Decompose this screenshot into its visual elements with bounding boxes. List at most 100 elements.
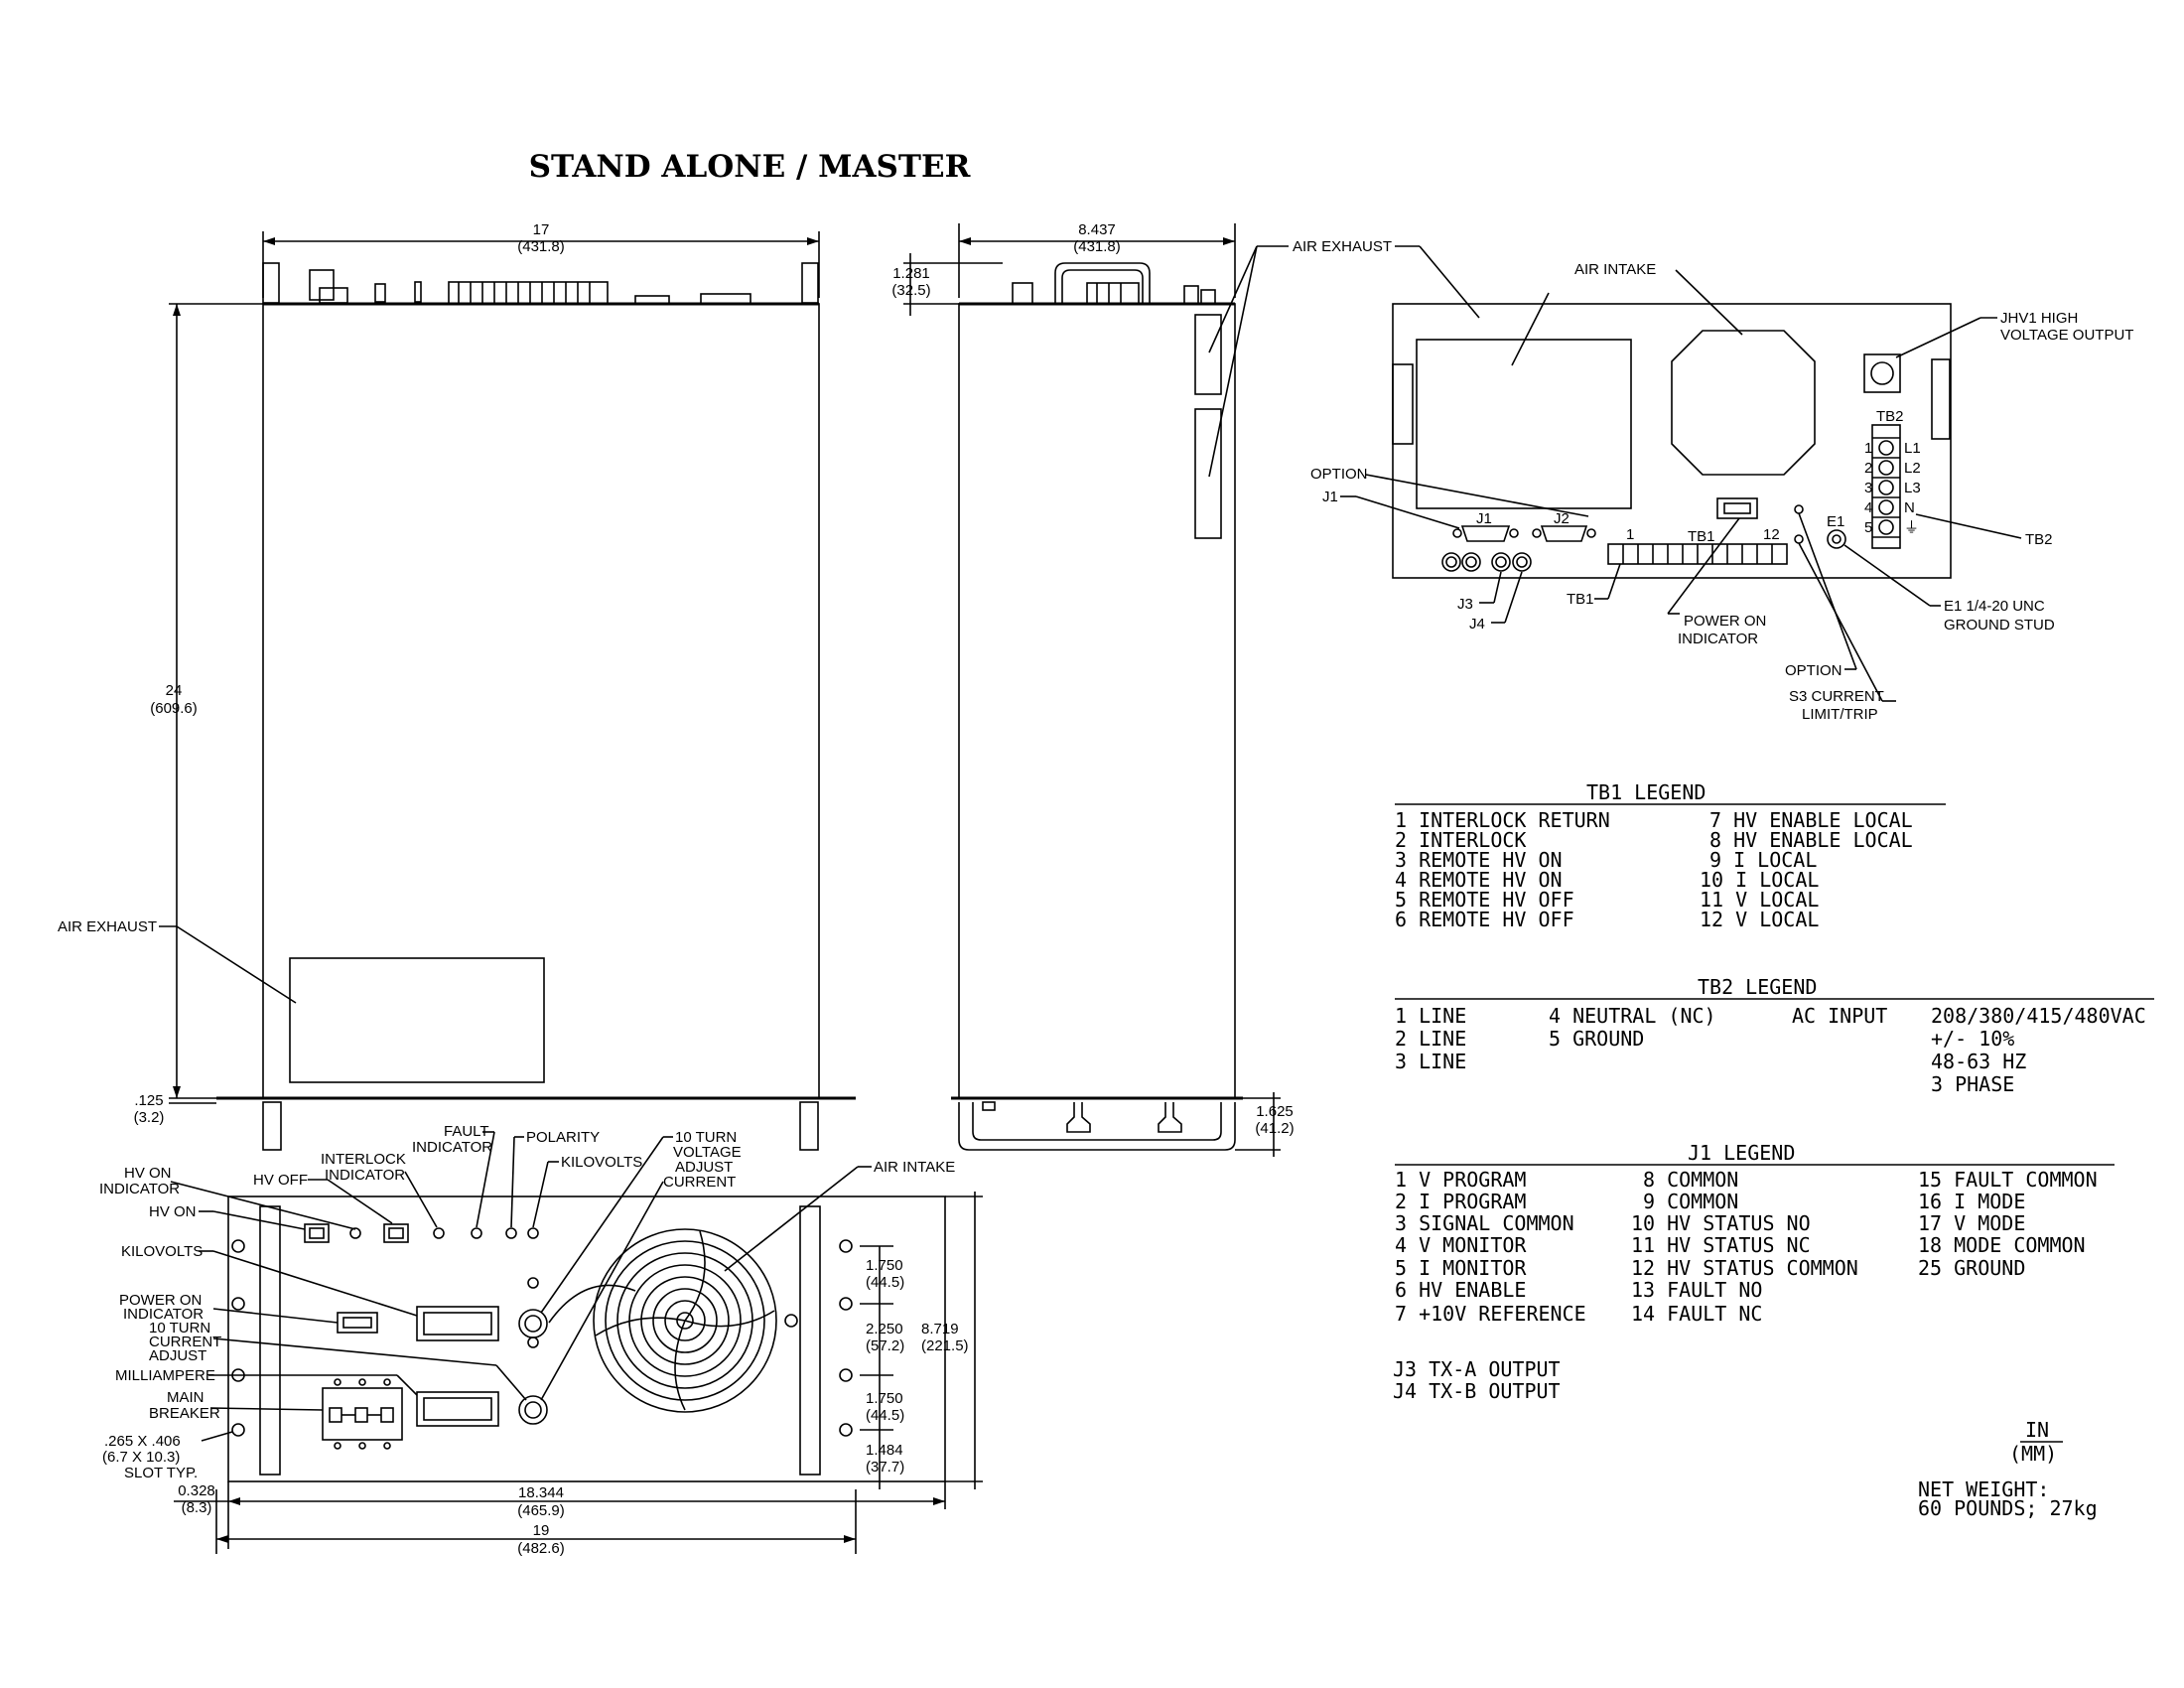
j1-legend-title: J1 LEGEND: [1688, 1141, 1795, 1165]
hv-on-label: HV ON: [149, 1203, 197, 1220]
tb1-left-1: 1 INTERLOCK RETURN: [1395, 808, 1610, 832]
units-mm: (MM): [2009, 1442, 2057, 1466]
fan-grille: [548, 1228, 798, 1413]
dim-foot-mm: (41.2): [1255, 1120, 1294, 1137]
j3-label: J3: [1457, 596, 1473, 613]
jhv1-label-1: JHV1 HIGH: [2000, 310, 2078, 327]
j1-c3-18: 18 MODE COMMON: [1918, 1233, 2086, 1257]
tb2-col2-2: 5 GROUND: [1549, 1027, 1644, 1051]
hv-on-switch[interactable]: [304, 1223, 330, 1243]
j1-c2-10: 10 HV STATUS NO: [1631, 1211, 1811, 1235]
tb2-mark-l2: L2: [1904, 460, 1921, 477]
output-j4: J4 TX-B OUTPUT: [1393, 1379, 1561, 1403]
milliampere-meter: [416, 1391, 499, 1427]
top-view: 17 (431.8): [58, 221, 856, 1151]
main-breaker[interactable]: [322, 1387, 403, 1441]
j4-connector: [1512, 552, 1532, 572]
tb1-right-8: 8 HV ENABLE LOCAL: [1709, 828, 1913, 852]
air-exhaust-side-label: AIR EXHAUST: [1293, 238, 1392, 255]
tb1-right-12: 12 V LOCAL: [1700, 908, 1819, 931]
fault-indicator: [471, 1227, 482, 1239]
j1-c1-3: 3 SIGNAL COMMON: [1395, 1211, 1574, 1235]
tb2-spec-3: 48-63 HZ: [1931, 1050, 2026, 1073]
dim-top-width-mm: (431.8): [517, 238, 565, 255]
front-panel: HV ON INDICATOR HV OFF HV ON INTERLOCK I…: [99, 1123, 983, 1557]
j1-c1-6: 6 HV ENABLE: [1395, 1278, 1526, 1302]
tb2-spec-2: +/- 10%: [1931, 1027, 2014, 1051]
hv-off-label: HV OFF: [253, 1172, 308, 1189]
dim-side-height: 1.281: [892, 265, 930, 282]
dim-r2: 2.250: [866, 1321, 903, 1337]
current-adjust-label-3: ADJUST: [149, 1347, 206, 1364]
tb2-top-label: TB2: [1876, 408, 1904, 425]
rack-slots: [231, 1239, 853, 1437]
tb2-legend-title: TB2 LEGEND: [1698, 975, 1817, 999]
rear-panel: AIR INTAKE JHV1 HIGH VOLTAGE OUTPUT TB2 …: [1310, 261, 2133, 723]
j1-c3-15: 15 FAULT COMMON: [1918, 1168, 2098, 1192]
air-exhaust-vent: [289, 957, 545, 1083]
j2-connector-label: J2: [1554, 510, 1570, 527]
rear-access-plate: [1416, 339, 1632, 509]
kilovolts-meter: [416, 1306, 499, 1341]
tb2-num-2: 2: [1864, 460, 1872, 477]
hv-on-indicator-label-2: INDICATOR: [99, 1181, 180, 1197]
dim-r4-mm: (44.5): [866, 1407, 904, 1424]
tb1-leader-label: TB1: [1567, 591, 1594, 608]
voltage-adjust-knob[interactable]: [518, 1309, 548, 1338]
side-view: 8.437 (431.8) 1.281 (32.5) AIR EXHAUST: [891, 221, 1480, 1157]
dim-outer-width-mm: (482.6): [517, 1540, 565, 1557]
s3-label-2: LIMIT/TRIP: [1802, 706, 1878, 723]
dim-r5: 1.484: [866, 1442, 903, 1459]
dim-r1: 1.750: [866, 1257, 903, 1274]
front-power-on-label-2: INDICATOR: [123, 1306, 204, 1323]
fault-label-2: INDICATOR: [412, 1139, 492, 1156]
dim-side-height-mm: (32.5): [891, 282, 930, 299]
milliampere-label: MILLIAMPERE: [115, 1367, 215, 1384]
tb2-ac-input: AC INPUT: [1792, 1004, 1887, 1028]
j3-connector: [1491, 552, 1511, 572]
dim-flange-mm: (3.2): [134, 1109, 165, 1126]
air-intake-top-label: AIR INTAKE: [1574, 261, 1656, 278]
fault-label-1: FAULT: [444, 1123, 489, 1140]
tb2-right-label: TB2: [2025, 531, 2053, 548]
dim-r4: 1.750: [866, 1390, 903, 1407]
j1-legend: J1 LEGEND 1 V PROGRAM 2 I PROGRAM 3 SIGN…: [1395, 1141, 2115, 1326]
ground-icon: ⏚: [1904, 519, 1919, 536]
rear-power-on-indicator: [1716, 497, 1758, 519]
dim-foot: 1.625: [1256, 1103, 1294, 1120]
air-intake-fan-opening: [1671, 330, 1816, 476]
tb2-mark-n: N: [1904, 499, 1915, 516]
current-adjust-label-2: CURRENT: [149, 1334, 221, 1350]
j1-c2-11: 11 HV STATUS NC: [1631, 1233, 1811, 1257]
tb2-col1-1: 1 LINE: [1395, 1004, 1466, 1028]
front-power-on-label-1: POWER ON: [119, 1292, 202, 1309]
weight-note: NET WEIGHT: 60 POUNDS; 27kg: [1918, 1477, 2098, 1520]
dim-r1-mm: (44.5): [866, 1274, 904, 1291]
hv-off-switch[interactable]: [383, 1223, 409, 1243]
rear-power-on-label-1: POWER ON: [1684, 613, 1766, 630]
tb2-col1-2: 2 LINE: [1395, 1027, 1466, 1051]
j1-c1-7: 7 +10V REFERENCE: [1395, 1302, 1586, 1326]
dim-outer-width: 19: [533, 1522, 550, 1539]
output-j3: J3 TX-A OUTPUT: [1393, 1357, 1561, 1381]
tb1-pin12-label: 12: [1763, 526, 1780, 543]
j1-c2-13: 13 FAULT NO: [1631, 1278, 1762, 1302]
dim-r5-mm: (37.7): [866, 1459, 904, 1476]
polarity-label: POLARITY: [526, 1129, 600, 1146]
dim-slot: .265 X .406: [104, 1433, 181, 1450]
dim-r3: 8.719: [921, 1321, 959, 1337]
tb1-left-3: 3 REMOTE HV ON: [1395, 848, 1563, 872]
j1-c3-17: 17 V MODE: [1918, 1211, 2025, 1235]
tb2-col1-3: 3 LINE: [1395, 1050, 1466, 1073]
tb2-spec-4: 3 PHASE: [1931, 1072, 2014, 1096]
tb1-legend-title: TB1 LEGEND: [1586, 780, 1706, 804]
hv-on-indicator: [349, 1227, 361, 1239]
interlock-indicator: [433, 1227, 445, 1239]
page-title: STAND ALONE / MASTER: [528, 149, 971, 185]
j2-connector: [1540, 525, 1588, 542]
j4-label: J4: [1469, 616, 1485, 633]
tb1-right-9: 9 I LOCAL: [1709, 848, 1817, 872]
output-notes: J3 TX-A OUTPUT J4 TX-B OUTPUT: [1393, 1357, 1561, 1403]
tb1-pin1-label: 1: [1626, 526, 1634, 543]
current-adjust-knob[interactable]: [518, 1395, 548, 1425]
